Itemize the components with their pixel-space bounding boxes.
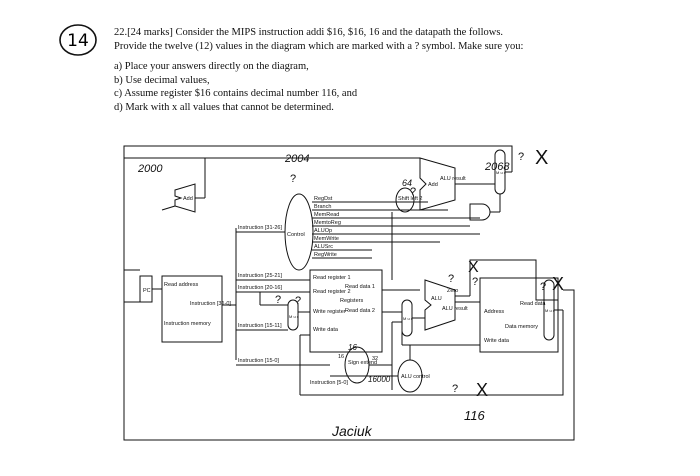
hw-x-memread: X — [552, 274, 564, 294]
question-text: 22.[24 marks] Consider the MIPS instruct… — [114, 26, 674, 114]
control-alusrc: ALUSrc — [314, 244, 333, 250]
write-data-reg: Write data — [313, 327, 339, 333]
control-memread: MemRead — [314, 212, 339, 218]
question-number: 14 — [67, 31, 89, 51]
control-regwrite: RegWrite — [314, 252, 337, 258]
add-label: Add — [183, 196, 193, 202]
sign-extend-label: Sign extend — [348, 360, 377, 366]
zero-label: Zero — [447, 288, 458, 294]
hw-x-memwrite: X — [468, 259, 479, 276]
q-mark-shift: ? — [410, 186, 416, 198]
control-aluop: ALUOp — [314, 228, 332, 234]
read-register-2: Read register 2 — [313, 289, 351, 295]
hw-x-branch: X — [535, 147, 548, 169]
data-mem-read-data: Read data — [520, 301, 546, 307]
hw-116: 116 — [464, 408, 485, 423]
control-branch: Branch — [314, 204, 331, 210]
data-mem-address: Address — [484, 309, 504, 315]
instr-31-26-label: Instruction [31-26] — [238, 225, 282, 231]
read-data-1: Read data 1 — [345, 284, 375, 290]
read-register-1: Read register 1 — [313, 275, 351, 281]
question-number-circle: 14 — [58, 22, 98, 58]
hw-16000: 16000 — [368, 375, 391, 384]
write-register: Write register — [313, 309, 346, 315]
hw-signature: Jaciuk — [331, 423, 373, 439]
width-16-label: 16 — [338, 354, 344, 360]
instr-5-0-label: Instruction [5-0] — [310, 380, 348, 386]
question-item-c: c) Assume register $16 contains decimal … — [114, 88, 358, 99]
alu-control-label: ALU control — [401, 374, 430, 380]
memtoreg-mux-label: M u x — [545, 308, 555, 313]
q-mark-branch-mux: ? — [518, 151, 524, 163]
question-item-b: b) Use decimal values, — [114, 74, 210, 86]
question-item-d: d) Mark with x all values that cannot be… — [114, 101, 334, 113]
control-regdst: RegDst — [314, 196, 333, 202]
q-mark-read-data: ? — [540, 281, 546, 293]
control-label: Control — [287, 232, 305, 238]
q-mark-alu-result: ? — [472, 276, 478, 288]
control-memtoreg: MemtoReg — [314, 220, 341, 226]
registers-label: Registers — [340, 298, 363, 304]
question-line-2: Provide the twelve (12) values in the di… — [114, 40, 524, 52]
question-item-a: a) Place your answers directly on the di… — [114, 61, 309, 72]
instr-mem-read-address: Read address — [164, 282, 198, 288]
pc-label: PC — [143, 288, 151, 294]
q-mark-bottom: ? — [452, 383, 458, 395]
alu-result-label: ALU result — [442, 306, 468, 312]
data-mem-write-data: Write data — [484, 338, 510, 344]
width-32-label: 32 — [372, 356, 378, 362]
hw-64: 64 — [402, 178, 412, 188]
branch-alu-result: ALU result — [440, 176, 466, 182]
instr-15-11-label: Instruction [15-11] — [238, 323, 282, 329]
branch-mux-label: M u x — [496, 170, 506, 175]
instruction-memory-label: Instruction memory — [164, 321, 211, 327]
hw-2004: 2004 — [284, 153, 309, 165]
data-memory-label: Data memory — [505, 324, 538, 330]
instr-15-0-label: Instruction [15-0] — [238, 358, 279, 364]
control-memwrite: MemWrite — [314, 236, 339, 242]
read-data-2: Read data 2 — [345, 308, 375, 314]
instr-20-16-label: Instruction [20-16] — [238, 285, 282, 291]
q-mark-zero: ? — [448, 273, 454, 285]
hw-x-bottom: X — [476, 380, 488, 400]
branch-add-label: Add — [428, 182, 438, 188]
alu-label: ALU — [431, 296, 442, 302]
instruction-31-0-label: Instruction [31-0] — [190, 301, 231, 307]
hw-pc-value: 2000 — [137, 163, 163, 175]
shift-left-2-label: Shift left 2 — [398, 196, 422, 202]
hw-16: 16 — [348, 343, 357, 352]
q-mark-instr-20-16: ? — [275, 294, 281, 306]
q-mark-pc-plus-4: ? — [290, 173, 296, 185]
regdst-mux-label: M u x — [289, 314, 299, 319]
hw-2068: 2068 — [484, 161, 510, 173]
q-mark-write-reg: ? — [295, 295, 301, 307]
question-header: 22.[24 marks] Consider the MIPS instruct… — [114, 27, 504, 38]
instr-25-21-label: Instruction [25-21] — [238, 273, 282, 279]
alusrc-mux-label: M u x — [403, 316, 413, 321]
